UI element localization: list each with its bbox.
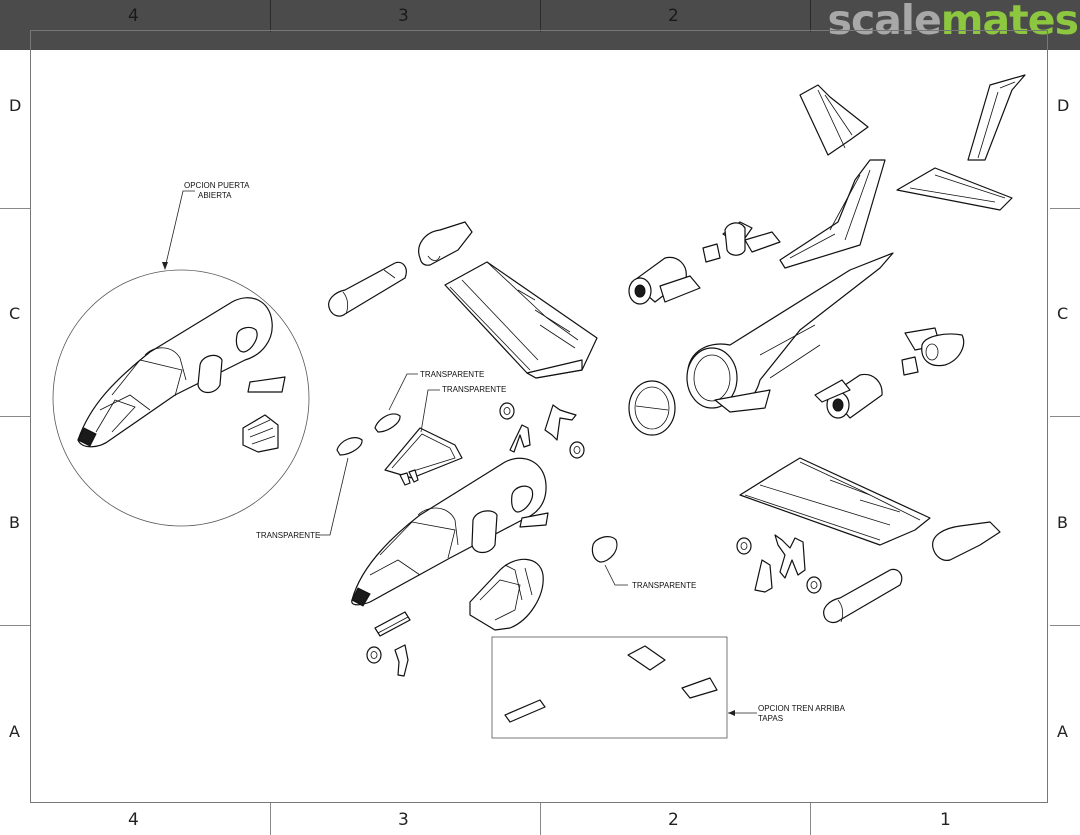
top-column-divider bbox=[270, 0, 271, 32]
bottom-column-label-1: 1 bbox=[940, 810, 951, 830]
row-divider-tick bbox=[1050, 416, 1080, 417]
top-column-label-4: 4 bbox=[128, 6, 139, 26]
nose-wheel bbox=[366, 646, 382, 664]
logo-part-mates: mates bbox=[940, 0, 1079, 44]
fin-tip-part bbox=[967, 74, 1026, 161]
row-label-left-d: D bbox=[9, 96, 22, 115]
top-bar: 4 3 2 scalemates bbox=[0, 0, 1080, 50]
bottom-column-divider bbox=[270, 803, 271, 835]
vertical-fin bbox=[779, 159, 886, 269]
row-label-right-c: C bbox=[1057, 304, 1069, 323]
cabin-window-transparency bbox=[591, 536, 628, 586]
row-divider-tick bbox=[1050, 625, 1080, 626]
gear-up-option-box bbox=[491, 636, 757, 739]
callout-door-option-line2: ABIERTA bbox=[198, 191, 232, 200]
tip-tank-tail-right bbox=[932, 521, 1001, 561]
callout-transparente-1: TRANSPARENTE bbox=[420, 370, 484, 379]
cockpit-seat-tub bbox=[469, 558, 544, 631]
row-label-right-a: A bbox=[1057, 722, 1068, 741]
row-divider-tick bbox=[0, 416, 30, 417]
callout-transparente-3: TRANSPARENTE bbox=[256, 531, 320, 540]
rudder-part bbox=[799, 84, 869, 156]
tip-tank-left bbox=[328, 261, 407, 317]
landing-gear-strut-d bbox=[774, 534, 806, 579]
row-label-left-c: C bbox=[9, 304, 21, 323]
bottom-column-divider bbox=[810, 803, 811, 835]
main-wheel-right bbox=[569, 441, 585, 459]
row-divider-tick bbox=[0, 208, 30, 209]
detail-circle-open-door bbox=[52, 190, 310, 527]
engine-pylon-upper bbox=[702, 221, 781, 263]
callout-door-option-line1: OPCION PUERTA bbox=[184, 181, 250, 190]
bottom-column-label-4: 4 bbox=[128, 810, 139, 830]
top-column-divider bbox=[810, 0, 811, 32]
row-label-left-b: B bbox=[9, 513, 20, 532]
callout-transparente-4: TRANSPARENTE bbox=[632, 581, 696, 590]
top-column-label-2: 2 bbox=[668, 6, 679, 26]
horizontal-stabilizer bbox=[896, 167, 1013, 211]
nose-fuselage-open-door bbox=[77, 297, 286, 453]
aft-fuselage bbox=[686, 252, 894, 413]
left-wing-panel bbox=[444, 261, 598, 379]
tip-tank-tail-left bbox=[418, 221, 473, 266]
top-column-divider bbox=[540, 0, 541, 32]
rear-bulkhead-ring bbox=[628, 380, 676, 436]
scalemates-watermark-logo[interactable]: scalemates bbox=[827, 0, 1079, 44]
bottom-column-label-2: 2 bbox=[668, 810, 679, 830]
drawing-frame bbox=[30, 30, 1048, 803]
row-label-right-b: B bbox=[1057, 513, 1068, 532]
callout-transparente-2: TRANSPARENTE bbox=[442, 385, 506, 394]
right-wing-panel bbox=[739, 457, 931, 546]
canopy-window-right bbox=[374, 373, 418, 433]
main-wheel-left bbox=[499, 402, 515, 420]
main-wheel-right-side-a bbox=[736, 537, 752, 555]
top-column-label-3: 3 bbox=[398, 6, 409, 26]
windshield-frame bbox=[384, 389, 463, 486]
row-label-right-d: D bbox=[1057, 96, 1070, 115]
nose-fuselage-main bbox=[351, 457, 549, 607]
callout-gear-option-line1: OPCION TREN ARRIBA bbox=[758, 704, 846, 713]
engine-nacelle-left bbox=[628, 256, 701, 305]
engine-pylon-lower bbox=[901, 327, 965, 376]
engine-nacelle-right bbox=[814, 373, 883, 419]
bottom-column-divider bbox=[540, 803, 541, 835]
row-divider-tick bbox=[0, 625, 30, 626]
row-label-left-a: A bbox=[9, 722, 20, 741]
tip-tank-right bbox=[823, 568, 903, 624]
landing-gear-strut-c bbox=[754, 559, 773, 593]
landing-gear-strut-b bbox=[544, 404, 577, 441]
canopy-window-left bbox=[318, 437, 363, 536]
main-wheel-right-side-b bbox=[806, 576, 822, 594]
nose-gear-strut bbox=[394, 644, 409, 677]
callout-gear-option-line2: TAPAS bbox=[758, 714, 783, 723]
landing-gear-strut-a bbox=[509, 424, 531, 453]
row-divider-tick bbox=[1050, 208, 1080, 209]
rudder-pedal-bracket bbox=[374, 611, 411, 637]
bottom-column-label-3: 3 bbox=[398, 810, 409, 830]
logo-part-scale: scale bbox=[827, 0, 942, 44]
